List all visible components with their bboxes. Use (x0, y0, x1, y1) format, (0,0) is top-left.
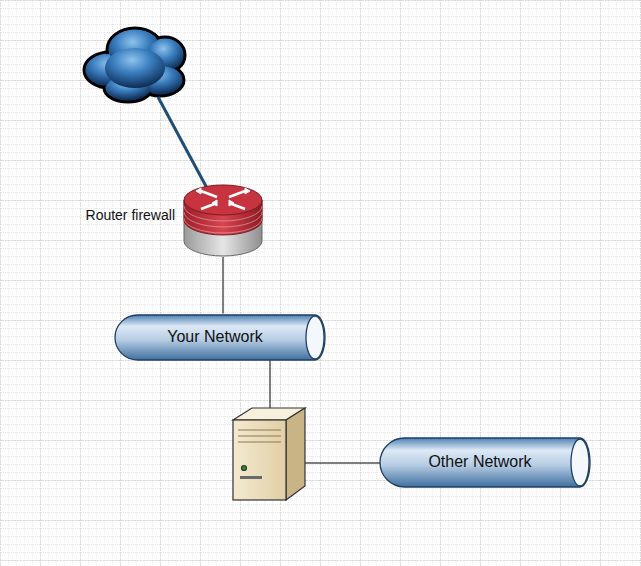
network-pipe: Other Network (379, 437, 591, 488)
router-firewall: Router firewall (183, 183, 263, 257)
pipe-body (380, 438, 590, 487)
pipe-end (571, 439, 589, 486)
internet-link (158, 97, 208, 190)
internet-cloud-fill (86, 30, 183, 100)
network-label: Your Network (167, 328, 262, 346)
server-link (270, 360, 271, 410)
router-icon (183, 183, 263, 257)
pipe-end (306, 316, 324, 359)
server-link (305, 463, 384, 464)
pipe-body (115, 315, 325, 360)
server-tower (233, 408, 305, 500)
device-label: Router firewall (86, 207, 175, 223)
link-line (223, 257, 224, 314)
network-label: Other Network (428, 453, 531, 471)
internet-cloud (84, 28, 185, 102)
network-pipe: Your Network (114, 314, 326, 361)
